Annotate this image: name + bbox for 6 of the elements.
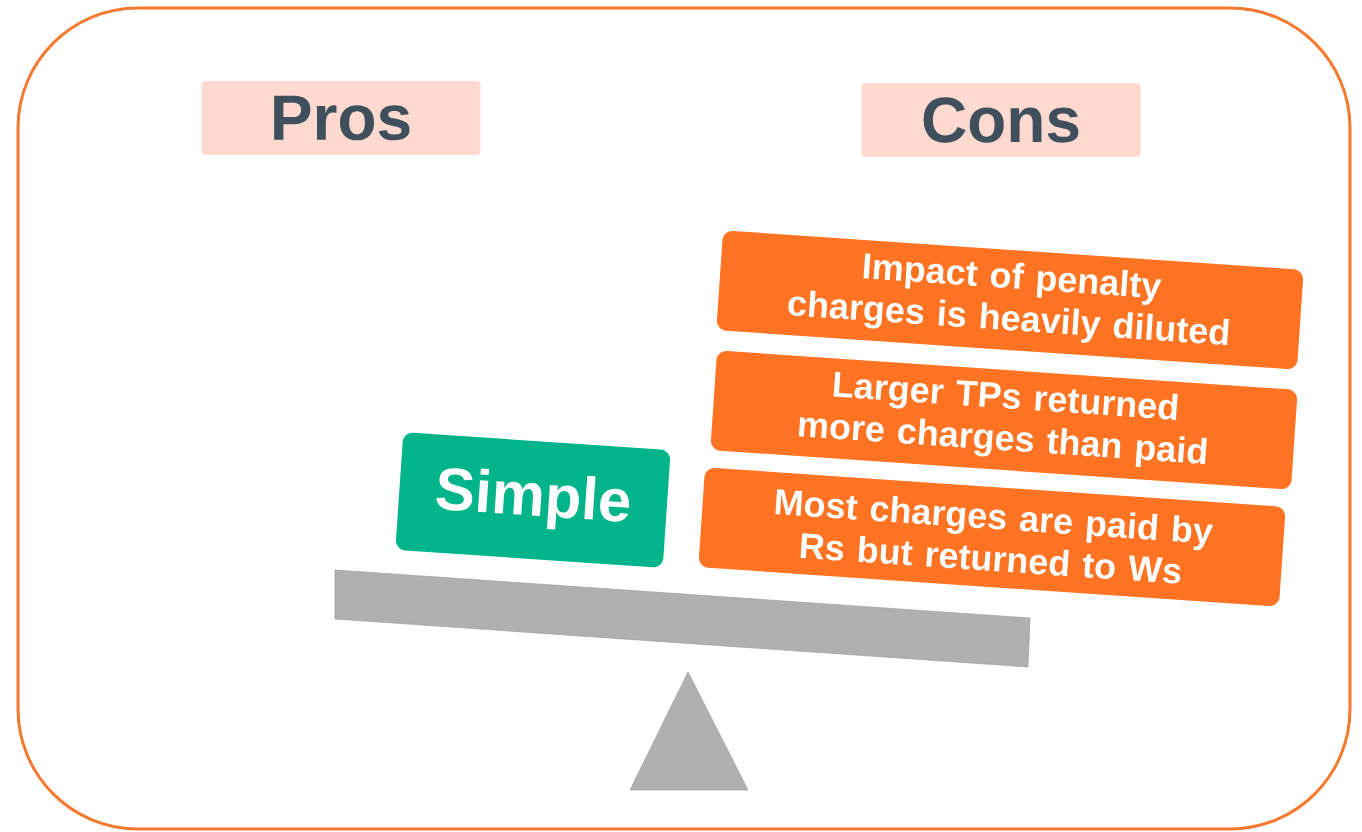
pro-box: Simple [396, 432, 671, 568]
con-box: Larger TPs returned more charges than paid [710, 351, 1298, 489]
con-box: Most charges are paid by Rs but returned to Ws [698, 468, 1286, 606]
con-box: Impact of penalty charges is heavily diluted [716, 231, 1304, 369]
header-box: Pros [201, 81, 481, 155]
header-box: Cons [861, 83, 1141, 157]
